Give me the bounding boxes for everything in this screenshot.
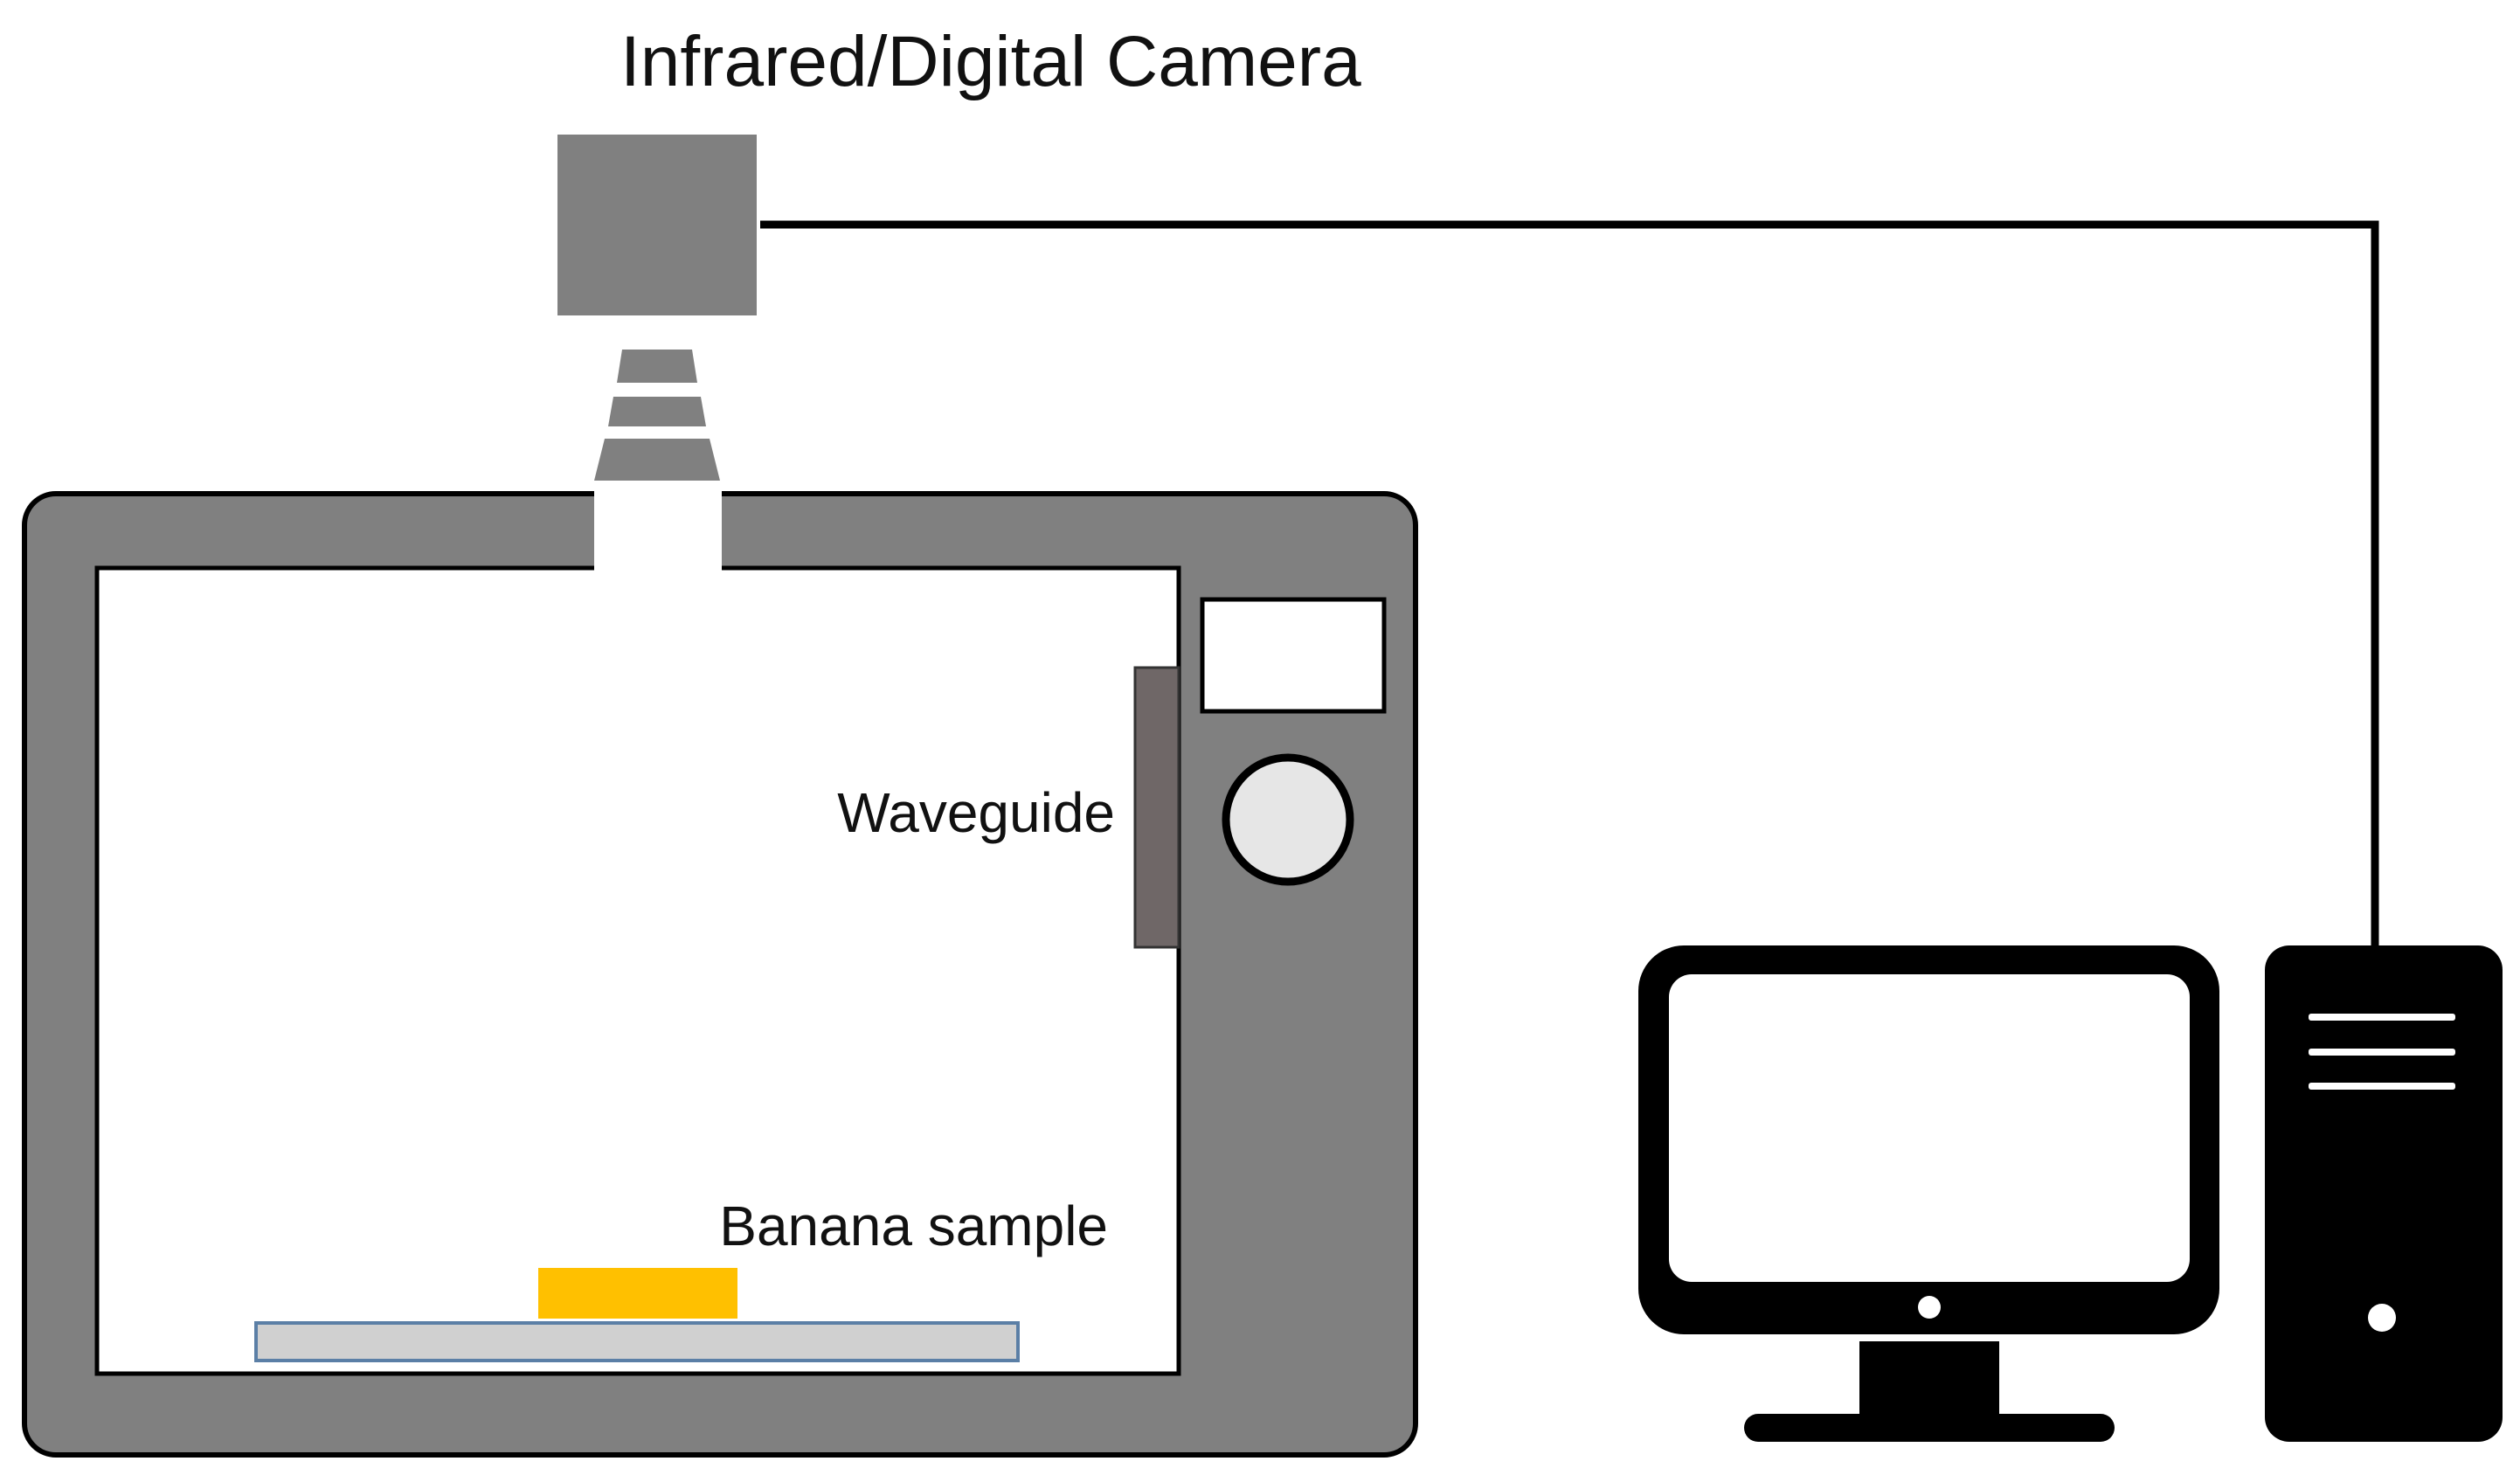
- control-display: [1200, 597, 1387, 714]
- monitor-icon: [1638, 945, 2219, 1442]
- computer-tower-icon: [2265, 945, 2503, 1442]
- banana-sample: [538, 1268, 737, 1319]
- monitor-power-dot: [1918, 1296, 1941, 1319]
- camera-label: Infrared/Digital Camera: [620, 22, 1361, 101]
- microwave-oven-icon: [22, 489, 1418, 1458]
- waveguide-label: Waveguide: [837, 781, 1115, 844]
- sample-tray: [254, 1321, 1020, 1362]
- lens-icon: [594, 350, 720, 481]
- tower-power-dot: [2368, 1304, 2396, 1332]
- waveguide: [1133, 666, 1180, 949]
- camera-cable: [760, 220, 2379, 948]
- knob-icon: [1222, 753, 1354, 886]
- camera-port: [594, 489, 722, 572]
- sample-label: Banana sample: [719, 1195, 1108, 1257]
- camera-icon: [557, 135, 757, 315]
- oven-cavity: [94, 565, 1181, 1376]
